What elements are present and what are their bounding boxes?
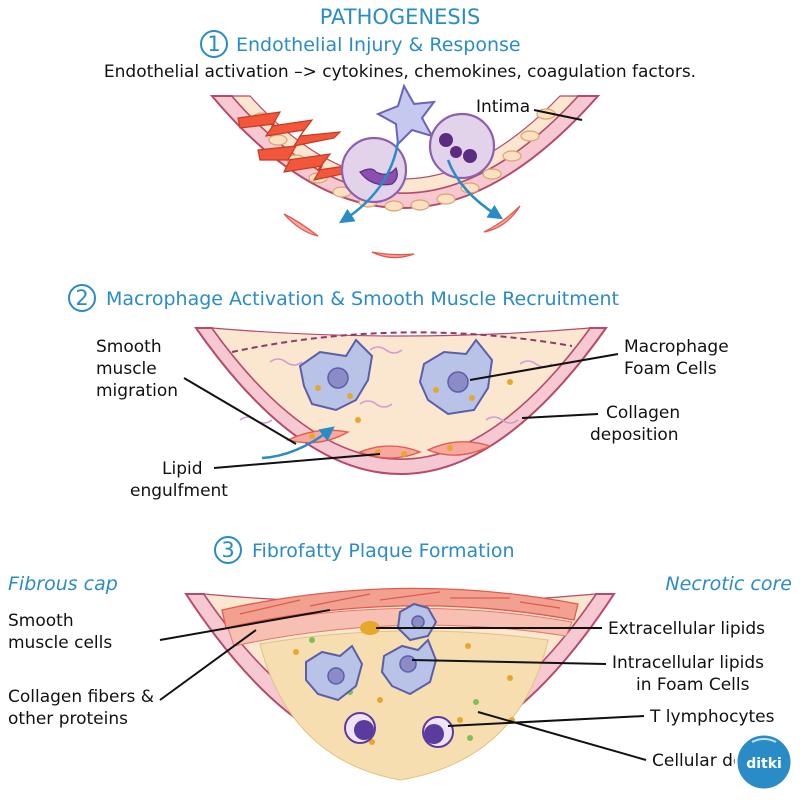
ditki-logo: ditki bbox=[734, 732, 794, 792]
smooth-muscle-cells-leader bbox=[159, 609, 331, 641]
lipid-engulfment-line-2: engulfment bbox=[130, 481, 228, 501]
star-icon bbox=[375, 83, 437, 147]
step-badge-1 bbox=[200, 30, 228, 58]
foam-cell-4 bbox=[380, 638, 438, 696]
step-number-1: 1 bbox=[207, 32, 220, 56]
collagen-deposition-label: Collagen deposition bbox=[590, 403, 686, 445]
smooth-muscle-migration-label: Smooth muscle migration bbox=[96, 337, 178, 401]
smooth-muscle-migration-line-1: Smooth bbox=[96, 337, 162, 357]
macrophage-foam-cells-label: Macrophage Foam Cells bbox=[624, 337, 734, 379]
leukocyte-2 bbox=[428, 112, 496, 180]
section-2: 2 Macrophage Activation & Smooth Muscle … bbox=[68, 284, 734, 501]
foam-cell-1 bbox=[298, 338, 374, 412]
section-2-heading: Macrophage Activation & Smooth Muscle Re… bbox=[106, 288, 619, 310]
collagen-deposition-line-2: deposition bbox=[590, 425, 679, 445]
section-1: 1 Endothelial Injury & Response Endothel… bbox=[104, 30, 696, 259]
step-badge-2 bbox=[68, 284, 96, 312]
extracellular-lipids-label: Extracellular lipids bbox=[608, 619, 765, 639]
smooth-muscle-migration-line-3: migration bbox=[96, 381, 178, 401]
intracellular-lipids-line-1: Intracellular lipids bbox=[612, 653, 764, 673]
foam-cell-3 bbox=[305, 644, 364, 702]
smooth-muscle-cells-label: Smooth muscle cells bbox=[8, 611, 112, 653]
fibrous-cap-label: Fibrous cap bbox=[8, 573, 118, 595]
macrophage-foam-cells-line-2: Foam Cells bbox=[624, 359, 717, 379]
collagen-deposition-leader bbox=[521, 413, 599, 419]
migration-arrow-1 bbox=[338, 141, 400, 224]
t-lymphocytes-label: T lymphocytes bbox=[649, 707, 775, 727]
smooth-muscle-migration-line-2: muscle bbox=[96, 359, 157, 379]
cellular-debris-leader bbox=[477, 711, 647, 761]
intracellular-lipids-label: Intracellular lipids in Foam Cells bbox=[612, 653, 769, 695]
smooth-muscle-migration-leader bbox=[183, 377, 297, 445]
lipid-engulfment-label: Lipid engulfment bbox=[130, 459, 228, 501]
collagen-deposition-line-1: Collagen bbox=[606, 403, 680, 423]
intima-label: Intima bbox=[476, 97, 530, 117]
collagen-fibers-leader bbox=[159, 629, 257, 701]
section-3-heading: Fibrofatty Plaque Formation bbox=[252, 540, 515, 562]
logo-text: ditki bbox=[746, 756, 782, 772]
smooth-muscle-cells-line-1: Smooth bbox=[8, 611, 74, 631]
lipid-engulfment-leader bbox=[213, 453, 381, 469]
foam-cell-5 bbox=[396, 602, 438, 642]
intracellular-lipids-leader bbox=[411, 659, 607, 665]
t-lymphocyte-2 bbox=[422, 716, 454, 748]
step-number-3: 3 bbox=[221, 538, 234, 562]
lipid-engulfment-line-1: Lipid bbox=[162, 459, 203, 479]
t-lymphocyte-1 bbox=[344, 712, 376, 744]
macrophage-foam-cells-leader bbox=[469, 353, 619, 381]
section-1-heading: Endothelial Injury & Response bbox=[236, 34, 521, 56]
collagen-fibers-line-2: other proteins bbox=[8, 709, 128, 729]
page-title: PATHOGENESIS bbox=[320, 5, 481, 29]
foam-cell-2 bbox=[418, 338, 494, 416]
intima-leader bbox=[533, 109, 583, 121]
necrotic-core-label: Necrotic core bbox=[665, 573, 792, 595]
section-3: 3 Fibrofatty Plaque Formation bbox=[8, 536, 792, 781]
smooth-muscle-migration-arrow bbox=[261, 426, 335, 460]
intracellular-lipids-line-2: in Foam Cells bbox=[636, 675, 750, 695]
vessel-wall-2 bbox=[194, 327, 608, 475]
section-1-subtitle: Endothelial activation –> cytokines, che… bbox=[104, 62, 696, 82]
t-lymphocytes-leader bbox=[447, 715, 645, 727]
macrophage-foam-cells-line-1: Macrophage bbox=[624, 337, 729, 357]
step-badge-3 bbox=[214, 536, 242, 564]
step-number-2: 2 bbox=[75, 286, 88, 310]
leukocyte-1 bbox=[340, 136, 408, 204]
smooth-muscle-cells-line-2: muscle cells bbox=[8, 633, 112, 653]
collagen-fibers-line-1: Collagen fibers & bbox=[8, 687, 154, 707]
migration-arrow-2 bbox=[446, 159, 504, 220]
collagen-fibers-label: Collagen fibers & other proteins bbox=[8, 687, 159, 729]
